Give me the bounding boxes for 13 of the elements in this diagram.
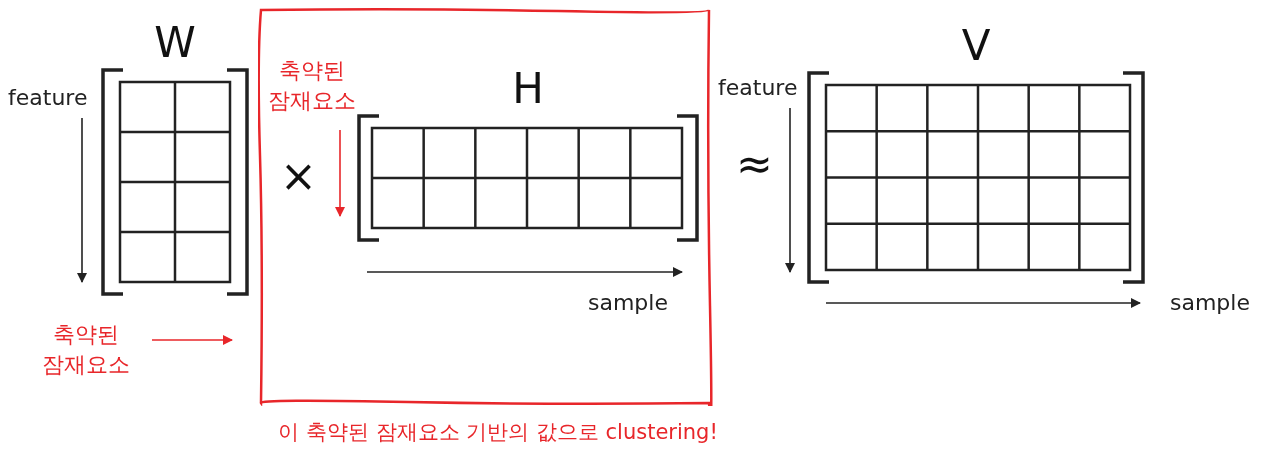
matrix-title: H xyxy=(512,66,544,112)
matrix-title: W xyxy=(154,20,196,66)
axis-label: feature xyxy=(718,74,798,102)
axis-label: sample xyxy=(588,289,668,317)
axis-label: sample xyxy=(1170,289,1250,317)
frame-caption: 이 축약된 잠재요소 기반의 값으로 clustering! xyxy=(277,419,719,446)
axis-label: feature xyxy=(8,84,88,112)
approx-sign: ≈ xyxy=(736,140,773,188)
matrix-title: V xyxy=(961,23,991,69)
arrow xyxy=(151,335,233,345)
multiply-sign: × xyxy=(280,152,317,200)
annotation-text: 축약된 잠재요소 xyxy=(41,321,131,379)
axis-label: 축약된 잠재요소 xyxy=(267,57,357,115)
